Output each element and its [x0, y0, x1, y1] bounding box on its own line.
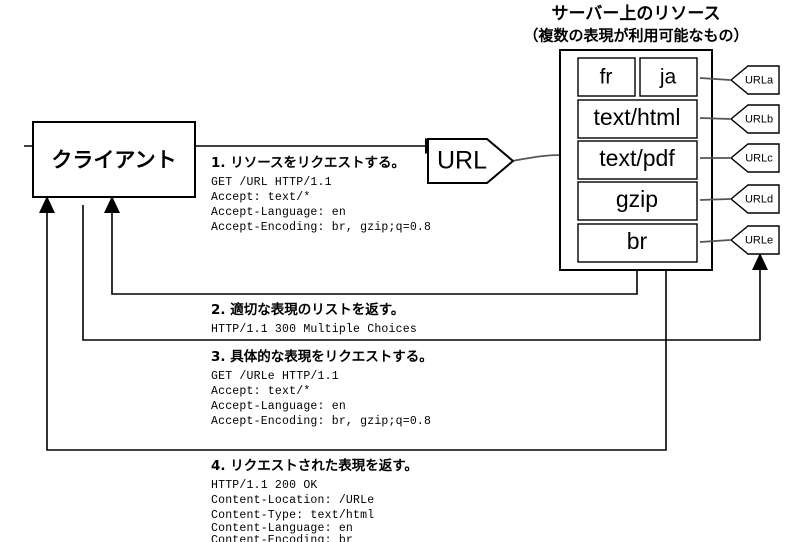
url-tag-shape-urle [729, 225, 780, 255]
step-2-block: 2. 適切な表現のリストを返す。 HTTP/1.1 300 Multiple C… [211, 301, 417, 336]
connector-step4-arrowhead [39, 196, 55, 213]
step-3-heading: 3. 具体的な表現をリクエストする。 [211, 348, 433, 365]
url-tag-label-urld: URLd [745, 193, 773, 205]
representation-box-fr [577, 57, 636, 97]
representation-box-br [577, 223, 698, 263]
representation-label-text-html: text/html [594, 104, 681, 130]
step-1-code-line-4: Accept-Encoding: br, gzip;q=0.8 [211, 221, 431, 234]
step-4-heading: 4. リクエストされた表現を返す。 [211, 457, 418, 474]
representation-box-text-html [577, 99, 698, 139]
step-4-block: 4. リクエストされた表現を返す。 HTTP/1.1 200 OK Conten… [211, 457, 418, 542]
connector-step4-path [46, 205, 667, 451]
representation-label-text-pdf: text/pdf [599, 145, 675, 171]
url-tag-label-urlc: URLc [745, 152, 773, 164]
server-subtitle: （複数の表現が利用可能なもの） [523, 27, 748, 45]
client-box [32, 121, 196, 198]
step-4-code-line-3: Content-Type: text/html [211, 509, 374, 522]
step-4-code-line-5: Content-Encoding: br [211, 534, 353, 542]
representation-box-text-pdf [577, 140, 698, 180]
representation-label-br: br [627, 228, 648, 254]
client-label: クライアント [51, 148, 176, 172]
server-title: サーバー上のリソース [552, 4, 721, 24]
url-node-label: URL [437, 147, 487, 175]
step-3-code-line-3: Accept-Language: en [211, 400, 346, 413]
connector-url-to-server [511, 154, 561, 162]
url-tag-shape-urld [729, 184, 780, 214]
representation-box-ja [639, 57, 698, 97]
step-4-code-line-1: HTTP/1.1 200 OK [211, 479, 318, 492]
step-1-block: 1. リソースをリクエストする。 GET /URL HTTP/1.1 Accep… [211, 155, 431, 234]
connector-step3-arrowhead [752, 253, 768, 270]
url-tag-label-urlb: URLb [745, 113, 773, 125]
url-tag-label-urla: URLa [745, 74, 774, 86]
connector-step3-path [82, 205, 761, 341]
step-1-heading: 1. リソースをリクエストする。 [211, 155, 405, 171]
url-tag-shape-urlb [729, 104, 780, 134]
step-1-code-line-2: Accept: text/* [211, 191, 310, 204]
representation-label-ja: ja [659, 66, 677, 89]
connector-step2-path [111, 205, 638, 295]
step-1-code-line-3: Accept-Language: en [211, 206, 346, 219]
step-1-code-line-1: GET /URL HTTP/1.1 [211, 176, 332, 189]
step-3-block: 3. 具体的な表現をリクエストする。 GET /URLe HTTP/1.1 Ac… [211, 348, 433, 428]
connector-rep-urle [699, 239, 731, 243]
step-3-code-line-4: Accept-Encoding: br, gzip;q=0.8 [211, 415, 431, 428]
connector-rep-urla [699, 77, 731, 81]
step-2-heading: 2. 適切な表現のリストを返す。 [211, 301, 404, 318]
connector-rep-urld [699, 198, 731, 201]
url-tag-shape-urla [729, 65, 780, 95]
representation-label-gzip: gzip [616, 186, 658, 212]
step-2-code-line-1: HTTP/1.1 300 Multiple Choices [211, 323, 417, 336]
step-4-code-line-4: Content-Language: en [211, 522, 353, 535]
step-3-code-line-1: GET /URLe HTTP/1.1 [211, 370, 339, 383]
connector-rep-urlb [699, 117, 731, 120]
connector-step2-arrowhead [104, 196, 120, 213]
representation-box-gzip [577, 181, 698, 221]
url-node-shape [427, 138, 515, 184]
step-4-code-line-2: Content-Location: /URLe [211, 494, 374, 507]
url-tag-shape-urlc [729, 143, 780, 173]
url-tag-label-urle: URLe [745, 234, 773, 246]
representation-label-fr: fr [600, 66, 613, 89]
step-3-code-line-2: Accept: text/* [211, 385, 310, 398]
